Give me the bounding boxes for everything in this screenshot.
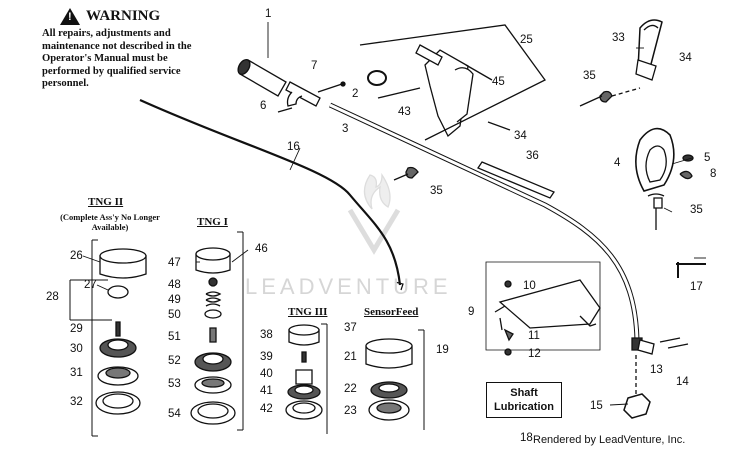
callout-12: 12	[528, 348, 541, 360]
callout-7: 7	[311, 60, 318, 72]
nut-15	[623, 393, 651, 419]
hex-key-17	[676, 262, 706, 278]
callout-22: 22	[344, 383, 357, 395]
callout-9: 9	[468, 306, 475, 318]
callout-25: 25	[520, 34, 533, 46]
flex-cable-16	[139, 98, 402, 286]
tng1-parts	[190, 247, 236, 425]
screw-35	[579, 90, 613, 107]
callout-53: 53	[168, 378, 181, 390]
warning-title-text: WARNING	[86, 8, 161, 24]
callout-51: 51	[168, 331, 181, 343]
callout-27: 27	[84, 279, 97, 291]
callout-34-top: 34	[679, 52, 692, 64]
callout-33: 33	[612, 32, 625, 44]
warning-triangle-icon	[60, 8, 80, 25]
callout-14: 14	[676, 376, 689, 388]
callout-35-mid: 35	[430, 185, 443, 197]
warning-title: WARNING	[60, 8, 200, 25]
callout-23: 23	[344, 405, 357, 417]
section-title-tng3: TNG III	[288, 306, 328, 318]
callout-8: 8	[710, 168, 717, 180]
shaft-lubrication-box: Shaft Lubrication	[486, 382, 562, 418]
callout-48: 48	[168, 279, 181, 291]
callout-13: 13	[650, 364, 663, 376]
callout-39: 39	[260, 351, 273, 363]
callout-10: 10	[523, 280, 536, 292]
callout-50: 50	[168, 309, 181, 321]
warning-text: All repairs, adjustments and maintenance…	[42, 28, 192, 89]
section-note-tng2: (Complete Ass'y No Longer Available)	[60, 212, 160, 232]
callout-29: 29	[70, 323, 83, 335]
callout-40: 40	[260, 368, 273, 380]
grip-tube-1	[237, 58, 287, 97]
callout-47: 47	[168, 257, 181, 269]
callout-35-right: 35	[690, 204, 703, 216]
throttle-assembly	[277, 81, 321, 113]
tng2-parts	[95, 248, 147, 415]
callout-18: 18	[520, 432, 533, 444]
callout-32: 32	[70, 396, 83, 408]
warning-box: WARNING All repairs, adjustments and mai…	[42, 8, 200, 91]
leader-lines	[82, 22, 706, 406]
callout-52: 52	[168, 355, 181, 367]
callout-11: 11	[528, 330, 540, 342]
callout-36: 36	[526, 150, 539, 162]
callout-35-top: 35	[583, 70, 596, 82]
callout-26: 26	[70, 250, 83, 262]
callout-54: 54	[168, 408, 181, 420]
callout-30: 30	[70, 343, 83, 355]
section-title-tng1: TNG I	[197, 216, 228, 228]
callout-31: 31	[70, 367, 83, 379]
assist-handle-4	[635, 127, 675, 192]
callout-38: 38	[260, 329, 273, 341]
watermark-logo	[363, 172, 391, 210]
callout-28: 28	[46, 291, 59, 303]
callout-2: 2	[352, 88, 359, 100]
section-title-tng2: TNG II	[88, 196, 124, 208]
callout-46: 46	[255, 243, 268, 255]
callout-34-mid: 34	[514, 130, 527, 142]
rendered-by-credit: Rendered by LeadVenture, Inc.	[533, 434, 686, 446]
callout-3: 3	[342, 123, 349, 135]
callout-45: 45	[492, 76, 505, 88]
callout-1: 1	[265, 8, 272, 20]
tng3-parts	[285, 324, 323, 420]
section-title-sensorfeed: SensorFeed	[364, 306, 419, 318]
callout-15: 15	[590, 400, 603, 412]
callout-37: 37	[344, 322, 357, 334]
handle-33	[635, 19, 663, 81]
watermark-text: LEADVENTURE	[245, 274, 452, 299]
callout-16: 16	[287, 141, 300, 153]
callout-21: 21	[344, 351, 357, 363]
watermark-chevron	[347, 208, 401, 255]
handle-bracket-25	[367, 44, 474, 138]
callout-41: 41	[260, 385, 273, 397]
callout-19: 19	[436, 344, 449, 356]
callout-6: 6	[260, 100, 267, 112]
guard-9	[494, 279, 601, 331]
sensorfeed-parts	[365, 338, 413, 421]
callout-5: 5	[704, 152, 711, 164]
callout-43: 43	[398, 106, 411, 118]
callout-17: 17	[690, 281, 703, 293]
callout-4: 4	[614, 157, 621, 169]
callout-42: 42	[260, 403, 273, 415]
callout-49: 49	[168, 294, 181, 306]
